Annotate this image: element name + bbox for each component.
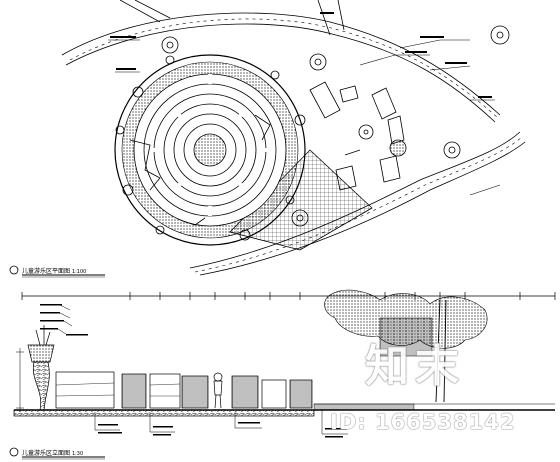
elevation-title-marker [9, 447, 105, 460]
watermark-brand: 知末 [365, 341, 465, 392]
site-plan [61, 0, 526, 276]
elevation-left-notes [40, 304, 88, 336]
child-figure [213, 372, 223, 409]
plan-leaders [108, 39, 501, 196]
wall-panels [55, 371, 313, 409]
path-outer-bottom-edge [189, 131, 521, 269]
elevation-title-block: 儿童游乐区立面图 1:30 [22, 448, 83, 457]
watermark-id: ID: 166538142 [330, 410, 516, 434]
elevation-tree [324, 289, 488, 403]
labyrinth-planter [114, 54, 306, 246]
path-outer-bottom-edge-2 [199, 141, 526, 276]
plan-notes [110, 12, 492, 98]
elevation-title: 儿童游乐区立面图 [22, 450, 71, 457]
elevation-bottom-notes [94, 410, 348, 435]
play-equipment [309, 81, 405, 191]
plan-title-marker [9, 265, 105, 278]
path-outer-top-edge [61, 12, 501, 116]
road-top [119, 0, 171, 23]
plan-title: 儿童游乐区平面图 [22, 268, 71, 275]
plan-trees [161, 25, 510, 227]
elevation [13, 289, 556, 438]
path-outer-top-edge-2 [65, 23, 496, 123]
foundation [13, 409, 315, 417]
plan-scale: 1:100 [71, 269, 87, 275]
plan-title-block: 儿童游乐区平面图 1:100 [22, 266, 86, 275]
vase-sculpture [16, 325, 55, 412]
elevation-scale: 1:30 [71, 451, 84, 457]
